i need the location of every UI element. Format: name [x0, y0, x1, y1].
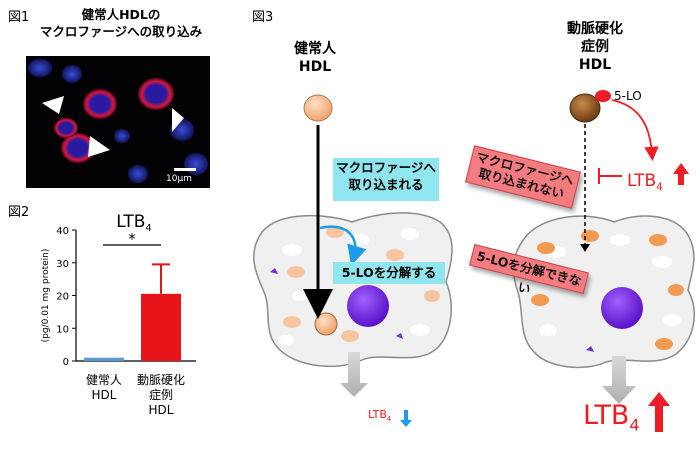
- y-tick-label-10: 10: [56, 324, 69, 335]
- ltb4-bottom-left-label: LTB4: [368, 408, 391, 423]
- ltb4-side-text: LTB4: [627, 171, 663, 194]
- fig2-label: 図2: [8, 205, 30, 220]
- fig1-title-line1: 健常人HDLの: [81, 7, 161, 22]
- uptake-box: マクロファージへ 取り込まれる: [333, 158, 439, 201]
- y-axis-label: (pg/0.01 mg protein): [41, 249, 51, 343]
- bar-0: [84, 357, 124, 361]
- ath-title-line1: 動脈硬化: [567, 21, 623, 37]
- healthy-hdl-particle: [303, 94, 333, 122]
- ltb4-bottom-up-icon: [648, 392, 670, 432]
- microscopy-cells: [28, 59, 208, 183]
- macrophage-atherosclerosis: [512, 215, 695, 404]
- chart-title: LTB4: [116, 212, 152, 234]
- healthy-title-line1: 健常人: [294, 41, 336, 57]
- ltb4-bottom-left-text: LTB4: [368, 408, 392, 424]
- category-label-1-2: HDL: [149, 403, 174, 417]
- ltb4-bottom-right-text: LTB4: [583, 400, 640, 435]
- macrophage-healthy: [253, 212, 453, 397]
- ltb4-side-label: LTB4: [627, 171, 663, 193]
- scale-bar-label: 10μm: [166, 174, 192, 184]
- fig1-title: 健常人HDLの マクロファージへの取り込み: [36, 6, 206, 40]
- category-label-0-0: 健常人: [86, 373, 122, 387]
- ltb4-down-icon: [400, 410, 412, 427]
- degrade-arrow: [319, 225, 367, 266]
- ath-hdl-title: 動脈硬化 症例 HDL: [540, 20, 650, 74]
- ath-title-line2: 症例: [581, 39, 609, 55]
- y-tick-label-30: 30: [56, 259, 69, 270]
- y-tick-label-0: 0: [63, 357, 69, 368]
- ltb4-production-arrow: [611, 99, 659, 162]
- uptake-box-line1: マクロファージへ: [336, 160, 436, 175]
- five-lo-label: 5-LO: [614, 89, 642, 103]
- category-label-1-1: 症例: [149, 387, 173, 402]
- ath-title-line3: HDL: [578, 57, 612, 73]
- healthy-title-line2: HDL: [298, 59, 332, 75]
- bar-1: [141, 293, 181, 361]
- fig1-label: 図1: [8, 10, 30, 25]
- microscopy-image: 10μm: [26, 56, 210, 188]
- significance-star: *: [128, 230, 136, 248]
- fig3-label: 図3: [252, 10, 274, 25]
- five-lo-blob: [595, 90, 611, 102]
- ath-hdl-particle: [569, 93, 601, 123]
- degrade-box: 5-LOを分解する: [333, 262, 445, 284]
- y-tick-label-40: 40: [56, 226, 69, 237]
- category-label-1-0: 動脈硬化: [137, 373, 185, 387]
- category-label-0-1: HDL: [92, 388, 117, 402]
- y-tick-label-20: 20: [56, 292, 69, 303]
- ltb4-side-up-icon: [673, 163, 689, 185]
- ltb4-bottom-right-label: LTB4: [583, 400, 640, 434]
- uptake-box-line2: 取り込まれる: [348, 177, 424, 192]
- fig1-title-line2: マクロファージへの取り込み: [39, 24, 203, 39]
- healthy-hdl-title: 健常人 HDL: [270, 40, 360, 76]
